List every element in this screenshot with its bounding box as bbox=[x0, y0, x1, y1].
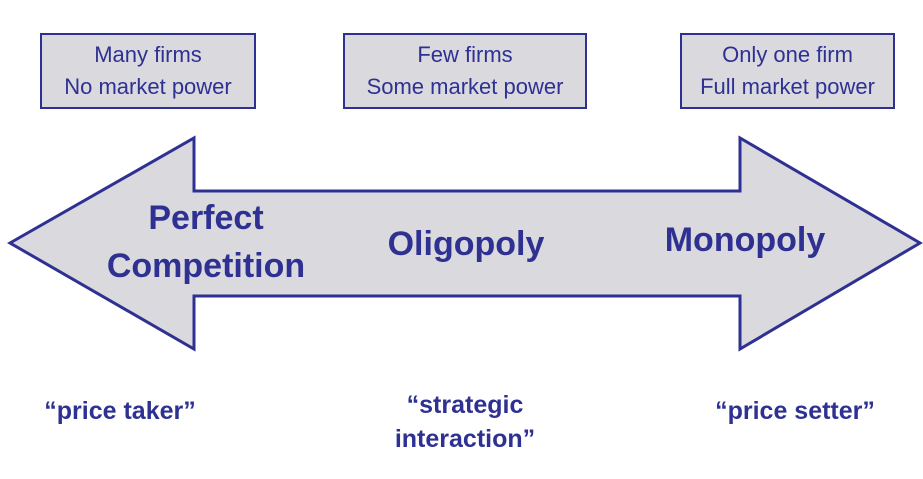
price-setter-quote: “price setter” bbox=[715, 397, 875, 425]
no-market-power-text: No market power bbox=[64, 74, 232, 99]
full-market-power-text: Full market power bbox=[700, 74, 875, 99]
strategic-text: “strategic bbox=[406, 391, 524, 419]
many-firms-text: Many firms bbox=[94, 42, 202, 67]
arrow-shape bbox=[6, 135, 923, 352]
price-taker-quote: “price taker” bbox=[44, 397, 196, 425]
few-firms-box: Few firms Some market power bbox=[343, 33, 587, 109]
perfect-text: Perfect bbox=[148, 199, 264, 237]
only-one-firm-text: Only one firm bbox=[722, 42, 853, 67]
few-firms-text: Few firms bbox=[417, 42, 513, 67]
strategic-interaction-quote: “strategic interaction” bbox=[360, 388, 570, 456]
one-firm-box: Only one firm Full market power bbox=[680, 33, 895, 109]
some-market-power-text: Some market power bbox=[366, 74, 564, 99]
many-firms-box: Many firms No market power bbox=[40, 33, 256, 109]
perfect-competition-label: Perfect Competition bbox=[98, 194, 314, 290]
interaction-text: interaction” bbox=[394, 425, 536, 453]
monopoly-label: Monopoly bbox=[664, 221, 826, 259]
competition-text: Competition bbox=[106, 247, 306, 285]
oligopoly-label: Oligopoly bbox=[387, 225, 545, 263]
